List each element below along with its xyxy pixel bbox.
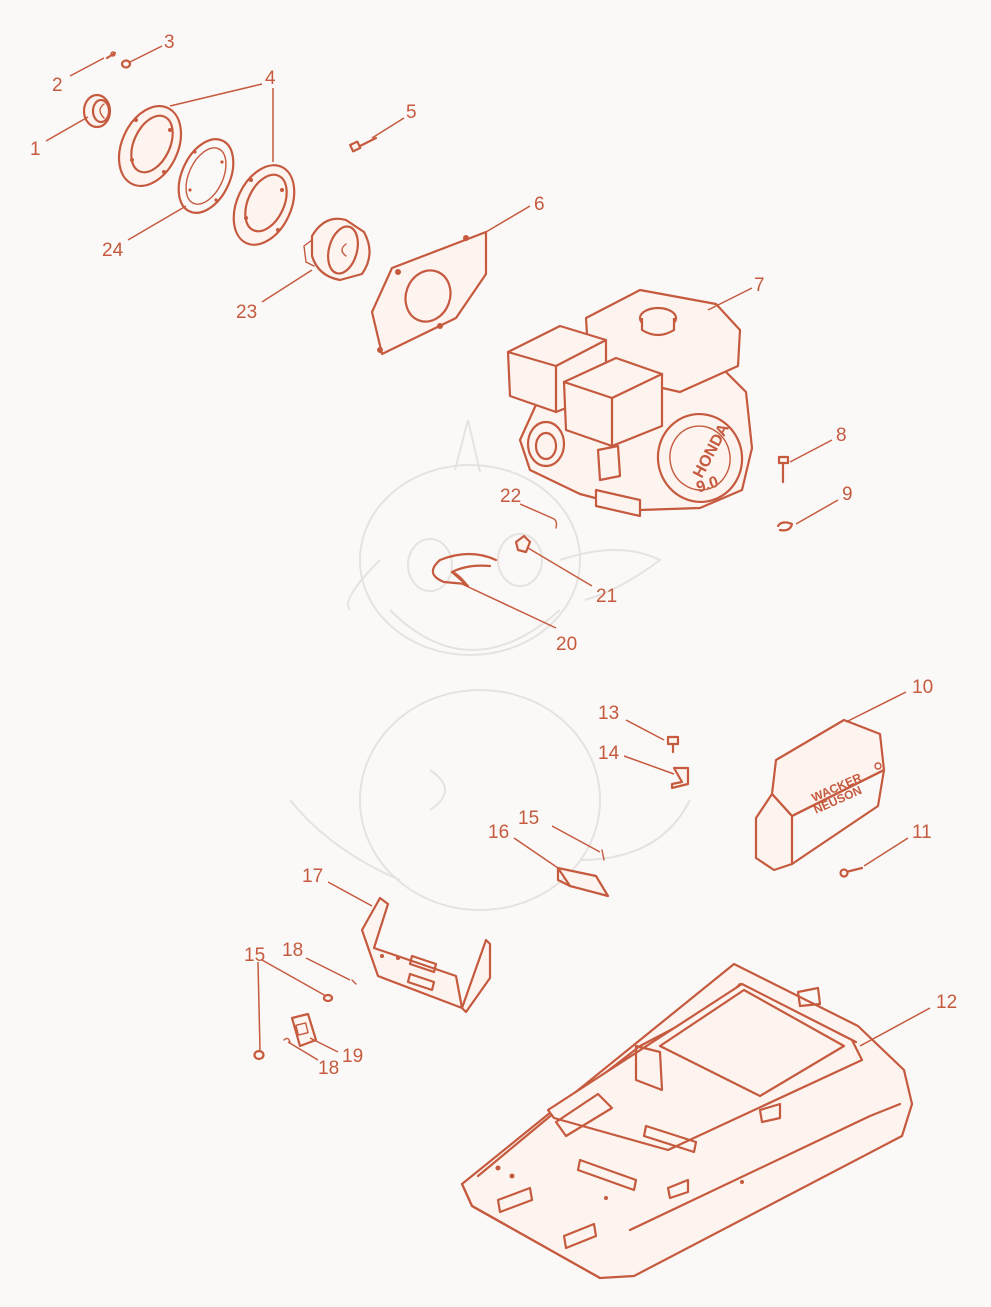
part-4-flange-disc-front [117,105,183,187]
callout-11: 11 [912,822,932,843]
callout-13: 13 [598,703,619,724]
callout-22: 22 [500,486,521,507]
part-23-clutch-drum [303,217,371,282]
callout-3: 3 [164,32,175,53]
watermark-dragon [289,419,691,911]
callout-14: 14 [598,743,620,764]
part-15-pin [601,849,605,861]
part-18-washer-lower [283,1037,291,1043]
callout-2: 2 [52,75,63,96]
callout-17: 17 [302,866,323,887]
callout-7: 7 [754,275,765,296]
part-14-bracket [670,766,690,790]
part-6-mounting-plate [370,230,488,356]
part-10-belt-cover: WACKER NEUSON [754,718,886,872]
part-15-nut-lower [253,1049,265,1061]
callout-labels: 1 2 3 4 5 6 7 8 9 10 11 12 13 14 15 15 1… [30,32,957,1079]
callout-24: 24 [102,240,124,261]
part-11-screw [839,866,864,878]
callout-16: 16 [488,822,509,843]
part-3-nut [120,59,132,69]
callout-21: 21 [596,586,617,607]
leader-lines [45,45,931,1061]
callout-18-upper: 18 [282,940,303,961]
callout-8: 8 [836,425,847,446]
part-8-bolt [777,455,790,484]
part-15-nut-upper [322,993,334,1003]
callout-4: 4 [265,68,276,89]
callout-12: 12 [936,992,957,1013]
part-24-gasket-ring [177,138,235,214]
part-19-switch-plate [290,1012,318,1048]
callout-6: 6 [534,194,545,215]
callout-10: 10 [912,677,933,698]
part-17-bracket-sheet [360,896,492,1014]
callout-5: 5 [406,102,417,123]
part-5-bolt [349,136,378,153]
callout-23: 23 [236,302,257,323]
part-13-bolt [666,735,680,754]
callout-18-lower: 18 [318,1058,339,1079]
part-21-fitting [514,534,532,554]
part-12-base-plate [460,962,914,1280]
part-18-washer-upper [351,979,357,985]
part-16-guard-bracket [556,866,610,898]
part-22-clamp [551,517,558,529]
engine-model-text: 9.0 [694,474,721,497]
callout-1: 1 [30,139,41,160]
callout-20: 20 [556,634,577,655]
part-20-hose [431,552,498,588]
part-1-pulley-hub [82,93,112,129]
part-2-screw [105,51,117,60]
callout-15-lower: 15 [244,945,265,966]
part-7-engine: HONDA 9.0 [506,288,754,518]
callout-15-upper: 15 [518,808,539,829]
callout-9: 9 [842,484,853,505]
part-4-flange-disc-rear [232,164,296,246]
callout-19: 19 [342,1046,363,1067]
part-9-clip [776,521,794,532]
